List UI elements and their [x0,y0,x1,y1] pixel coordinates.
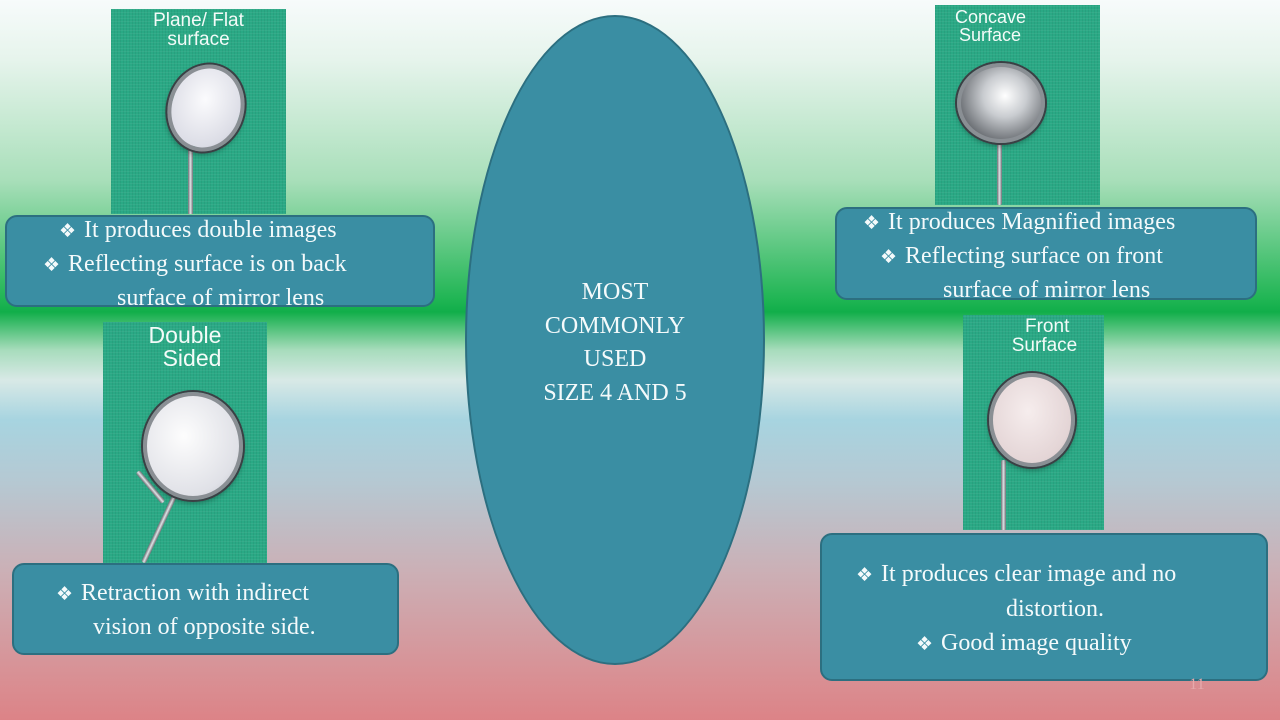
plane-mirror-label: Plane/ Flat surface [153,10,244,50]
list-item: ❖Good image quality [916,630,1132,656]
list-item-continuation: surface of mirror lens [117,285,325,311]
diamond-bullet-icon: ❖ [880,246,898,268]
diamond-bullet-icon: ❖ [863,212,881,234]
plane-mirror-photo: Plane/ Flat surface [111,9,286,214]
center-oval-text: MOST COMMONLY USED SIZE 4 AND 5 [543,279,687,406]
diamond-bullet-icon: ❖ [56,583,74,605]
list-item: ❖Retraction with indirect [56,580,309,606]
diamond-bullet-icon: ❖ [43,254,61,276]
list-item: ❖It produces clear image and no [856,561,1177,587]
double-sided-info-box: ❖Retraction with indirect vision of oppo… [12,563,399,655]
diamond-bullet-icon: ❖ [59,220,77,242]
mirror-handle [188,139,193,214]
list-item-continuation: surface of mirror lens [943,277,1151,303]
list-item: ❖It produces double images [59,217,337,243]
concave-mirror-info-box: ❖It produces Magnified images ❖Reflectin… [835,207,1257,303]
diamond-bullet-icon: ❖ [916,633,934,655]
front-surface-info-box: ❖It produces clear image and no distorti… [820,533,1268,681]
mirror-handle [997,130,1002,205]
center-oval [465,15,765,665]
list-item: ❖It produces Magnified images [863,209,1176,235]
front-surface-mirror-icon [989,373,1075,467]
concave-mirror-photo: Concave Surface [935,5,1100,205]
mirror-handle [1001,460,1006,530]
page-number: 11 [1189,676,1205,693]
list-item: ❖Reflecting surface is on back [43,251,347,277]
list-item-continuation: distortion. [1006,596,1105,622]
list-item: ❖Reflecting surface on front [880,243,1163,269]
list-item-continuation: vision of opposite side. [93,614,316,640]
plane-mirror-info-box: ❖It produces double images ❖Reflecting s… [5,215,435,311]
concave-mirror-icon [957,63,1045,143]
diamond-bullet-icon: ❖ [856,564,874,586]
front-surface-mirror-photo: Front Surface [963,315,1104,530]
double-sided-mirror-icon [143,392,243,500]
double-sided-mirror-label: Double Sided [148,322,222,371]
front-surface-mirror-label: Front Surface [1011,316,1078,356]
concave-mirror-label: Concave Surface [955,7,1027,45]
double-sided-mirror-photo: Double Sided [103,322,267,566]
plane-mirror-icon [156,54,256,162]
